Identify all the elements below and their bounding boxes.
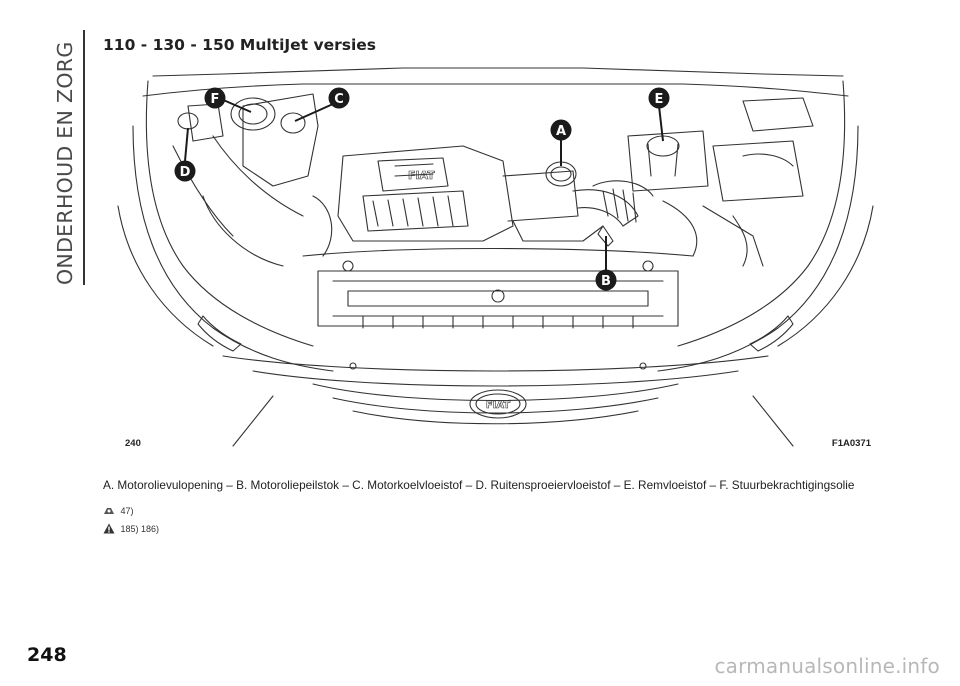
- svg-text:E: E: [655, 92, 664, 107]
- figure-code: F1A0371: [831, 438, 871, 449]
- chapter-sidebar-title: ONDERHOUD EN ZORG: [53, 41, 77, 285]
- reference-text-1: 47): [120, 506, 134, 516]
- callout-a: A: [550, 119, 572, 141]
- reference-line-1: 47): [103, 505, 134, 519]
- warning-triangle-icon: [103, 523, 115, 534]
- grille-badge: FIAT: [486, 400, 511, 411]
- reference-line-2: 185) 186): [103, 523, 159, 537]
- svg-text:F: F: [211, 92, 220, 107]
- callout-d: D: [174, 160, 196, 182]
- figure-number: 240: [125, 438, 141, 449]
- watermark: carmanualsonline.info: [714, 654, 940, 678]
- callout-c: C: [328, 87, 350, 109]
- svg-text:C: C: [334, 92, 344, 107]
- svg-text:A: A: [556, 124, 566, 139]
- figure-caption: A. Motorolievulopening – B. Motoroliepei…: [103, 478, 855, 492]
- oil-can-icon: [104, 508, 114, 514]
- engine-cover-badge: FIAT: [408, 169, 435, 182]
- svg-text:D: D: [180, 165, 191, 180]
- callout-b: B: [595, 269, 617, 291]
- engine-bay-illustration: A B C D E F FIAT FIAT: [117, 67, 874, 447]
- callout-e: E: [648, 87, 670, 109]
- callout-f: F: [204, 87, 226, 109]
- section-title: 110 - 130 - 150 MultiJet versies: [103, 36, 377, 54]
- engine-bay-figure: A B C D E F FIAT FIAT 240 F1A0371: [103, 66, 881, 456]
- page-number: 248: [27, 644, 67, 666]
- sidebar-rule: [83, 30, 85, 285]
- reference-text-2: 185) 186): [120, 524, 160, 534]
- svg-text:B: B: [601, 274, 611, 289]
